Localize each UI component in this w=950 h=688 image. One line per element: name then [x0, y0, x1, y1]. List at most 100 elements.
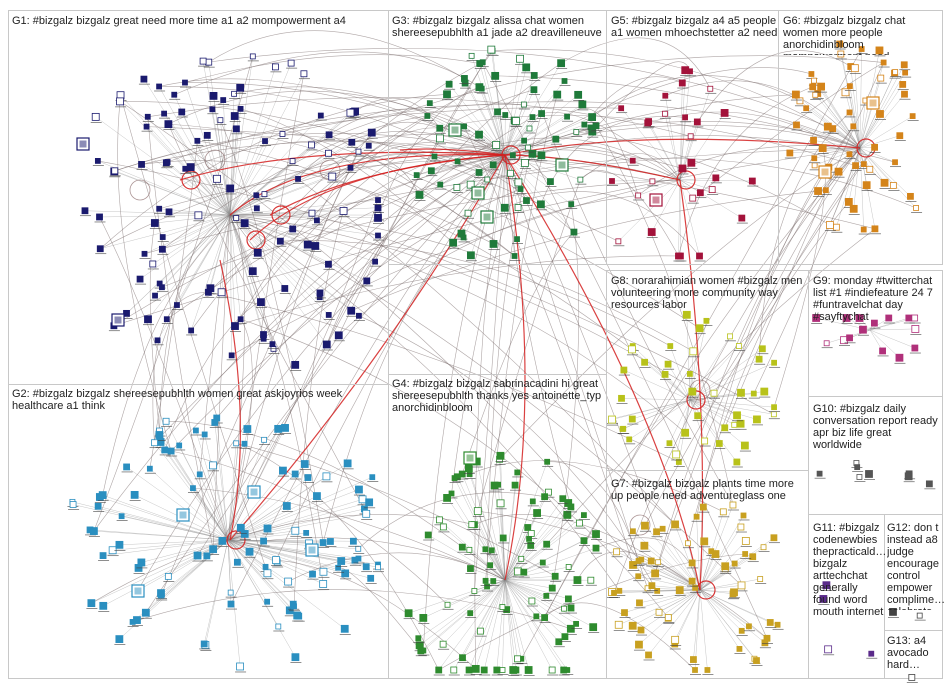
- node[interactable]: [448, 490, 455, 497]
- node[interactable]: [319, 539, 327, 546]
- node[interactable]: [253, 248, 262, 257]
- node[interactable]: [681, 66, 690, 75]
- node[interactable]: [468, 521, 476, 529]
- node[interactable]: [347, 164, 354, 171]
- node[interactable]: [628, 415, 636, 423]
- node[interactable]: [487, 562, 494, 569]
- node[interactable]: [375, 564, 381, 571]
- node[interactable]: [925, 480, 933, 488]
- node[interactable]: [316, 289, 324, 297]
- node[interactable]: [819, 595, 828, 603]
- node[interactable]: [880, 59, 887, 66]
- node[interactable]: [123, 309, 130, 317]
- node[interactable]: [870, 319, 878, 327]
- node[interactable]: [192, 427, 199, 434]
- node[interactable]: [880, 178, 889, 187]
- node[interactable]: [156, 438, 165, 446]
- node[interactable]: [543, 540, 551, 548]
- node[interactable]: [459, 654, 466, 662]
- node[interactable]: [291, 470, 299, 478]
- node[interactable]: [570, 228, 578, 236]
- node[interactable]: [269, 341, 276, 348]
- node[interactable]: [822, 187, 829, 194]
- node[interactable]: [548, 584, 556, 592]
- node[interactable]: [458, 470, 466, 478]
- node[interactable]: [530, 86, 538, 94]
- node[interactable]: [465, 666, 473, 674]
- node[interactable]: [613, 548, 621, 556]
- node[interactable]: [467, 610, 474, 617]
- node[interactable]: [236, 83, 245, 92]
- node[interactable]: [719, 508, 727, 516]
- node[interactable]: [511, 253, 518, 259]
- node[interactable]: [565, 595, 572, 603]
- node[interactable]: [118, 513, 125, 520]
- node[interactable]: [355, 485, 363, 494]
- node[interactable]: [659, 525, 666, 532]
- node[interactable]: [866, 165, 874, 173]
- node[interactable]: [563, 511, 572, 519]
- node[interactable]: [686, 371, 693, 377]
- node[interactable]: [491, 71, 500, 80]
- node[interactable]: [96, 245, 104, 253]
- node[interactable]: [162, 417, 170, 425]
- node[interactable]: [449, 238, 458, 247]
- node[interactable]: [466, 180, 475, 189]
- node[interactable]: [614, 620, 623, 629]
- node[interactable]: [233, 215, 240, 221]
- node[interactable]: [574, 90, 583, 99]
- node[interactable]: [356, 312, 362, 319]
- node[interactable]: [369, 474, 376, 481]
- node[interactable]: [818, 144, 827, 153]
- node[interactable]: [496, 451, 505, 460]
- node[interactable]: [664, 360, 672, 368]
- node[interactable]: [231, 322, 239, 330]
- node[interactable]: [150, 219, 159, 227]
- node[interactable]: [365, 142, 372, 149]
- node[interactable]: [484, 583, 490, 590]
- node[interactable]: [516, 54, 524, 63]
- node[interactable]: [337, 557, 346, 565]
- node[interactable]: [832, 223, 840, 231]
- node[interactable]: [580, 537, 588, 545]
- node[interactable]: [846, 151, 853, 158]
- node[interactable]: [99, 601, 108, 610]
- node[interactable]: [129, 619, 136, 625]
- node[interactable]: [671, 520, 679, 529]
- node[interactable]: [755, 355, 763, 363]
- node[interactable]: [96, 213, 103, 221]
- node[interactable]: [685, 540, 691, 547]
- node[interactable]: [916, 612, 923, 619]
- node[interactable]: [738, 627, 745, 634]
- node[interactable]: [365, 498, 374, 507]
- node[interactable]: [641, 521, 649, 530]
- node[interactable]: [907, 192, 914, 200]
- node[interactable]: [711, 550, 720, 558]
- node[interactable]: [115, 540, 124, 549]
- node[interactable]: [233, 125, 240, 133]
- node[interactable]: [445, 80, 453, 88]
- node[interactable]: [618, 105, 625, 112]
- node[interactable]: [461, 123, 468, 130]
- node[interactable]: [537, 151, 546, 160]
- node[interactable]: [218, 537, 227, 545]
- node[interactable]: [577, 176, 584, 183]
- node[interactable]: [760, 387, 769, 396]
- node[interactable]: [499, 534, 507, 542]
- node[interactable]: [649, 178, 656, 185]
- node[interactable]: [865, 470, 873, 478]
- node[interactable]: [201, 431, 208, 438]
- node[interactable]: [188, 327, 195, 334]
- node[interactable]: [527, 530, 535, 537]
- node[interactable]: [205, 288, 212, 296]
- node[interactable]: [524, 144, 531, 151]
- node[interactable]: [475, 169, 483, 176]
- node[interactable]: [158, 245, 166, 253]
- node[interactable]: [464, 464, 473, 473]
- node[interactable]: [130, 491, 139, 499]
- node[interactable]: [327, 538, 334, 545]
- node[interactable]: [689, 194, 697, 202]
- node[interactable]: [415, 635, 422, 642]
- node[interactable]: [514, 204, 522, 211]
- node[interactable]: [553, 90, 562, 99]
